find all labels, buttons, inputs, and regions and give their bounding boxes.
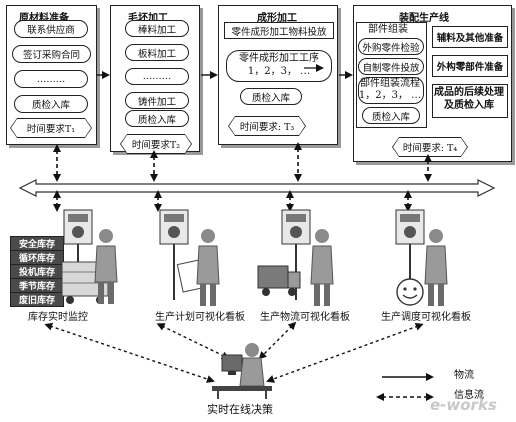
time-requirement-t4-label: 时间要求: T₄ — [393, 138, 467, 156]
assembly-process-label: 部件组装流程 — [360, 78, 420, 89]
assembly-quality-inbound-step: 质检入库 — [362, 107, 420, 124]
station-label-production-dispatch: 生产调度可视化看板 — [381, 312, 471, 323]
forming-title: 成形加工 — [257, 13, 297, 24]
station-4-figure — [395, 209, 448, 306]
blank-quality-inbound-step: 质检入库 — [125, 110, 189, 127]
time-requirement-t4: 时间要求: T₄ — [392, 137, 468, 157]
self-made-parts-feed: 自制零件投放 — [358, 58, 424, 75]
time-requirement-t3-label: 时间要求: T₃ — [229, 117, 305, 135]
station-label-production-plan: 生产计划可视化看板 — [155, 312, 245, 323]
forming-quality-inbound-step: 质检入库 — [240, 88, 302, 105]
decision-link-2 — [156, 323, 230, 359]
forming-process-sequence — [226, 50, 332, 82]
forming-process-steps: 1，2，3， … — [247, 66, 311, 77]
legend-info-label: 信息流 — [454, 390, 484, 401]
central-decision-figure — [212, 343, 272, 399]
decision-link-1 — [44, 322, 215, 383]
assembly-process-sequence — [358, 77, 424, 104]
outsourced-parts-prep: 外构零部件准备 — [432, 55, 508, 77]
finished-product-processing — [432, 84, 508, 118]
station-label-inventory-monitor: 库存实时监控 — [28, 312, 88, 323]
finished-product-label-1: 成品的后续处理 — [434, 87, 504, 98]
component-assembly-title: 部件组装 — [368, 24, 408, 35]
assembly-process-steps: 1，2，3， … — [358, 90, 422, 101]
purchased-parts-inspection: 外购零件检验 — [358, 38, 424, 55]
information-bus-arrow — [18, 179, 496, 197]
blank-processing-title: 毛坯加工 — [128, 13, 168, 24]
inventory-obsolete-stock: 废旧库存 — [10, 292, 64, 307]
raw-material-title: 原材料准备 — [19, 13, 69, 24]
sign-contract-step: 签订采购合同 — [12, 45, 91, 63]
station-1-figure — [61, 209, 118, 304]
central-decision-label: 实时在线决策 — [207, 403, 273, 416]
plate-processing-step: 板料加工 — [125, 44, 189, 61]
contact-supplier-step: 联系供应商 — [14, 20, 88, 38]
forming-process-label: 零件成形加工工序 — [239, 53, 319, 64]
bar-processing-step: 棒料加工 — [125, 20, 189, 37]
casting-processing-step: 铸件加工 — [125, 92, 189, 109]
legend-logistics-label: 物流 — [454, 370, 474, 381]
station-2-figure — [159, 209, 220, 306]
assembly-line-title: 装配生产线 — [399, 13, 449, 24]
quality-inbound-step: 质检入库 — [14, 95, 88, 113]
auxiliary-materials-prep: 辅料及其他准备 — [432, 26, 508, 48]
e-works-watermark: e-works — [430, 396, 497, 414]
time-requirement-t2-label: 时间要求T₂ — [121, 135, 191, 153]
decision-link-4 — [266, 322, 424, 383]
time-requirement-t1-label: 时间要求T₁ — [11, 119, 91, 137]
time-requirement-t2: 时间要求T₂ — [120, 134, 192, 154]
ellipsis-step: ……… — [14, 70, 88, 88]
finished-product-label-2: 及质检入库 — [444, 100, 494, 111]
blank-ellipsis-step: ……… — [125, 68, 189, 85]
station-3-figure — [257, 209, 334, 306]
time-requirement-t3: 时间要求: T₃ — [228, 116, 306, 136]
forming-material-feed-step: 零件成形加工物料投放 — [224, 22, 334, 39]
station-label-production-logistics: 生产物流可视化看板 — [260, 312, 350, 323]
time-requirement-t1: 时间要求T₁ — [10, 118, 92, 138]
